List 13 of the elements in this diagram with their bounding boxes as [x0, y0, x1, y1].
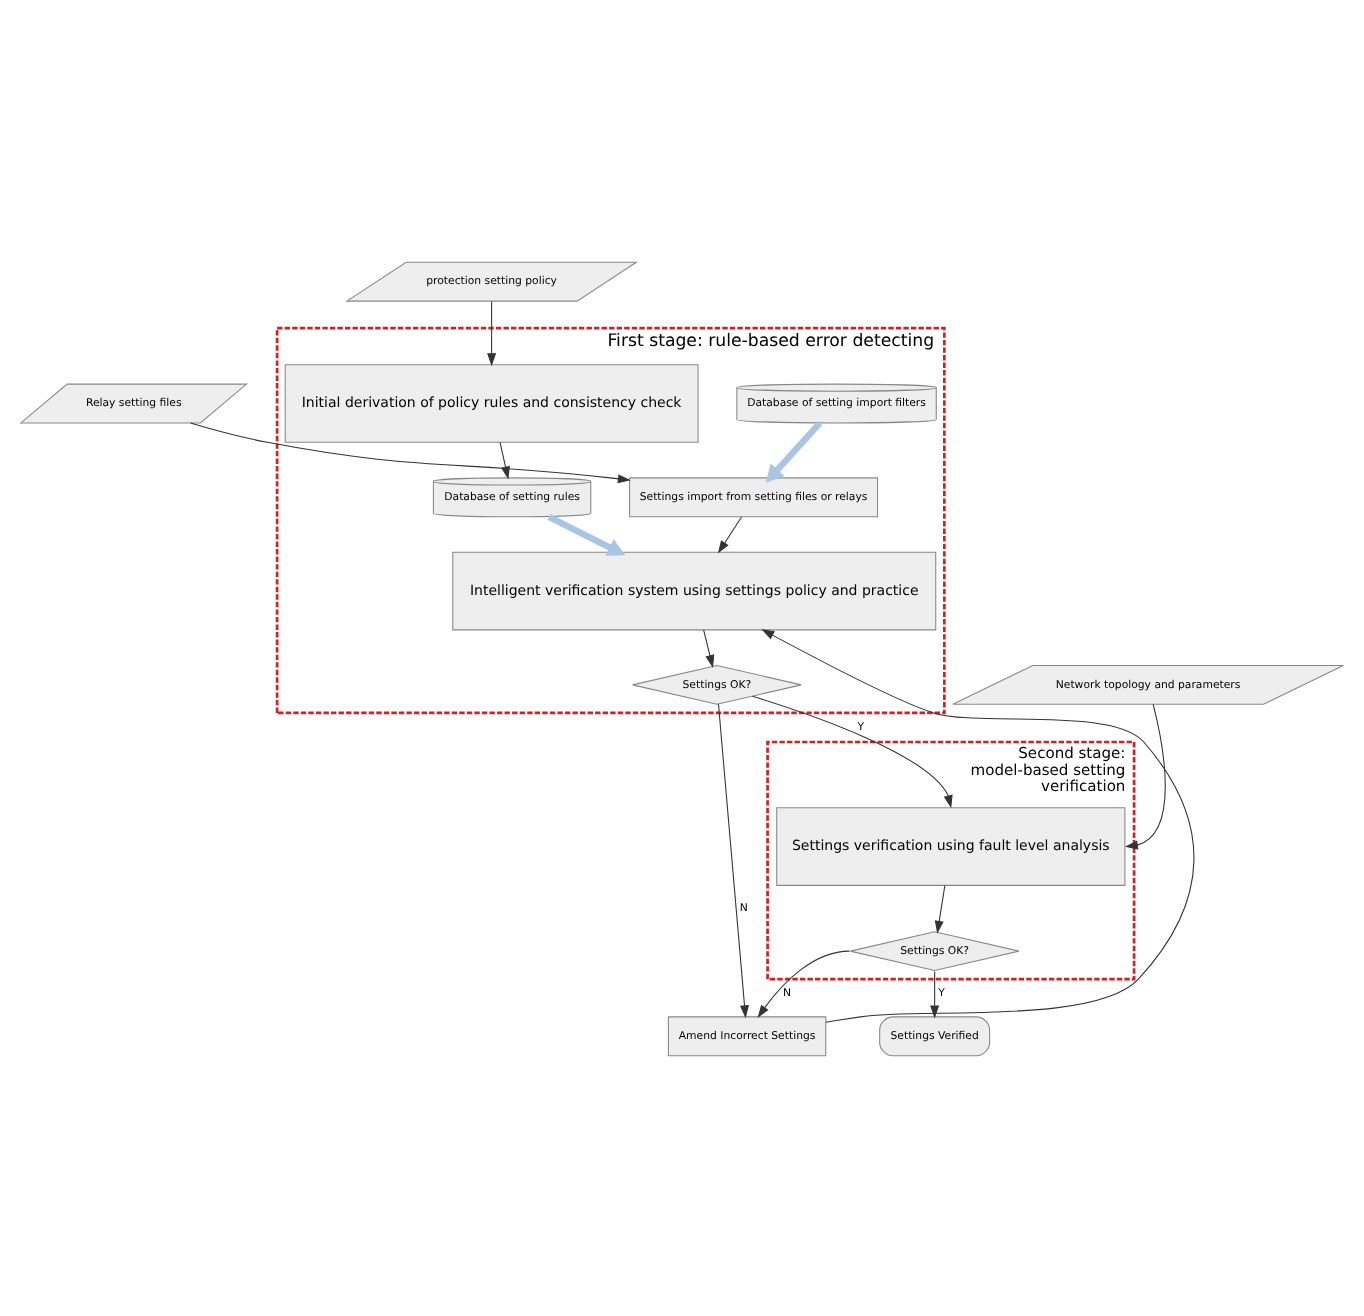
- arrow: [751, 694, 953, 808]
- arrow: [930, 970, 940, 1018]
- arrow: [761, 628, 1195, 1022]
- arrow: [487, 299, 497, 366]
- arrow: [189, 421, 631, 483]
- arrow: [765, 419, 823, 482]
- arrow: [1124, 702, 1166, 849]
- arrow: [717, 515, 743, 553]
- arrow: [499, 440, 510, 479]
- arrow: [717, 702, 750, 1018]
- arrow: [934, 883, 946, 933]
- arrow: [757, 949, 851, 1017]
- arrow: [703, 628, 715, 667]
